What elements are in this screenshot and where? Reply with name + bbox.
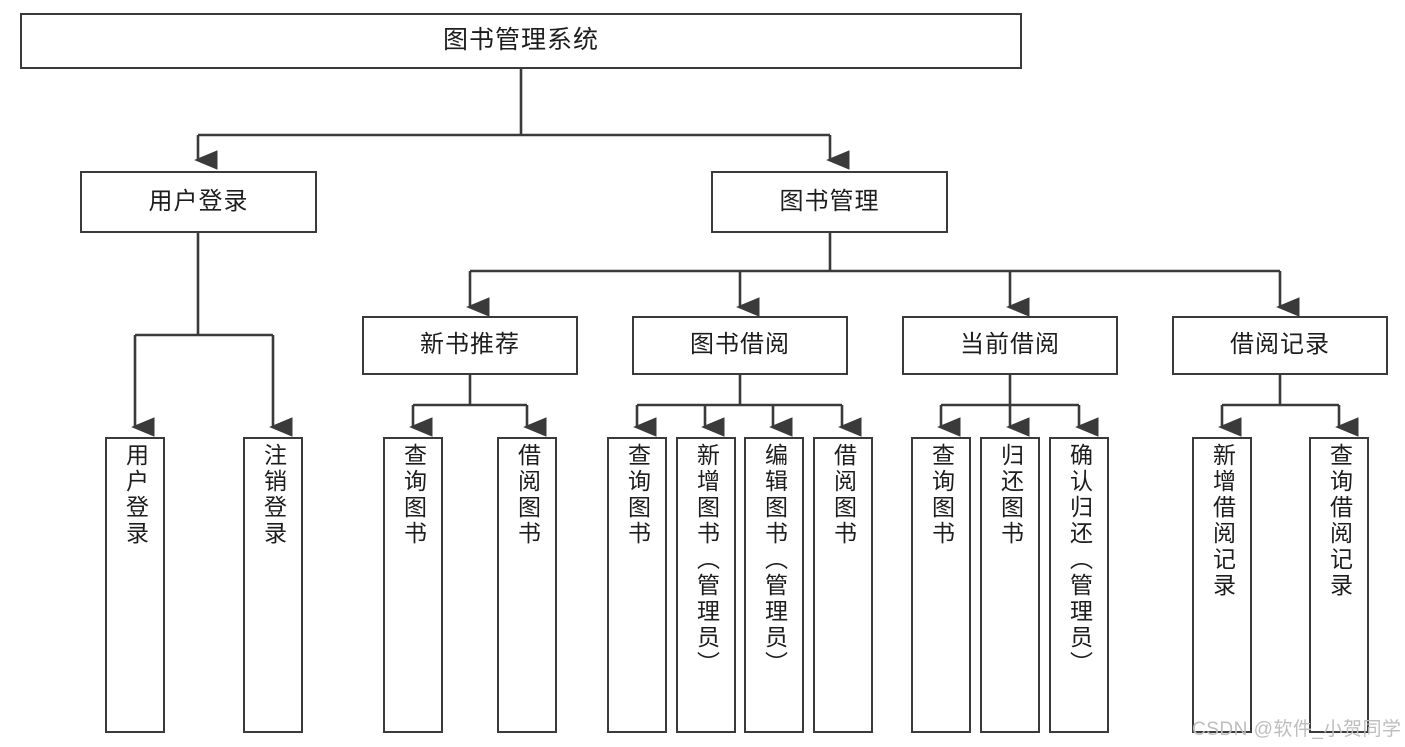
leaf-user-login-login[interactable]: 用户登录 bbox=[105, 437, 165, 733]
node-borrow-records[interactable]: 借阅记录 bbox=[1172, 316, 1388, 375]
watermark: CSDN @软件_小贺同学 bbox=[1192, 719, 1402, 740]
node-label: 查询图书 bbox=[624, 443, 651, 547]
node-label: 归还图书 bbox=[997, 443, 1024, 547]
node-label: 查询借阅记录 bbox=[1326, 443, 1353, 599]
leaf-book-borrow-query-book[interactable]: 查询图书 bbox=[607, 437, 667, 733]
node-label: 图书借阅 bbox=[690, 331, 790, 359]
node-label: 新增借阅记录 bbox=[1209, 443, 1236, 599]
node-root-book-management-system[interactable]: 图书管理系统 bbox=[20, 13, 1022, 69]
node-label: 图书管理系统 bbox=[442, 26, 599, 55]
leaf-current-borrow-return-book[interactable]: 归还图书 bbox=[980, 437, 1040, 733]
node-label: 用户登录 bbox=[122, 443, 149, 547]
node-label: 借阅图书 bbox=[830, 443, 857, 547]
node-new-book-recommend[interactable]: 新书推荐 bbox=[362, 316, 578, 375]
node-label: 注销登录 bbox=[260, 443, 287, 547]
node-label: 用户登录 bbox=[148, 187, 249, 215]
leaf-user-login-logout[interactable]: 注销登录 bbox=[243, 437, 303, 733]
node-label: 编辑图书（管理员） bbox=[761, 443, 788, 677]
node-label: 新增图书（管理员） bbox=[693, 443, 720, 677]
node-book-borrow[interactable]: 图书借阅 bbox=[632, 316, 848, 375]
node-label: 确认归还（管理员） bbox=[1066, 443, 1093, 677]
node-label: 新书推荐 bbox=[420, 331, 520, 359]
node-current-borrow[interactable]: 当前借阅 bbox=[902, 316, 1118, 375]
node-label: 借阅图书 bbox=[514, 443, 541, 547]
node-label: 借阅记录 bbox=[1230, 331, 1330, 359]
leaf-book-borrow-edit-book-admin[interactable]: 编辑图书（管理员） bbox=[744, 437, 804, 733]
leaf-current-borrow-query-book[interactable]: 查询图书 bbox=[911, 437, 971, 733]
leaf-new-book-query-book[interactable]: 查询图书 bbox=[383, 437, 443, 733]
node-book-management[interactable]: 图书管理 bbox=[711, 171, 948, 233]
leaf-current-borrow-confirm-return-admin[interactable]: 确认归还（管理员） bbox=[1049, 437, 1109, 733]
node-label: 当前借阅 bbox=[960, 331, 1060, 359]
leaf-borrow-records-query-record[interactable]: 查询借阅记录 bbox=[1309, 437, 1369, 733]
leaf-book-borrow-add-book-admin[interactable]: 新增图书（管理员） bbox=[676, 437, 736, 733]
node-label: 图书管理 bbox=[779, 187, 880, 215]
node-user-login[interactable]: 用户登录 bbox=[80, 171, 317, 233]
leaf-book-borrow-borrow-book[interactable]: 借阅图书 bbox=[813, 437, 873, 733]
leaf-borrow-records-add-record[interactable]: 新增借阅记录 bbox=[1192, 437, 1252, 733]
leaf-new-book-borrow-book[interactable]: 借阅图书 bbox=[497, 437, 557, 733]
node-label: 查询图书 bbox=[400, 443, 427, 547]
node-label: 查询图书 bbox=[928, 443, 955, 547]
